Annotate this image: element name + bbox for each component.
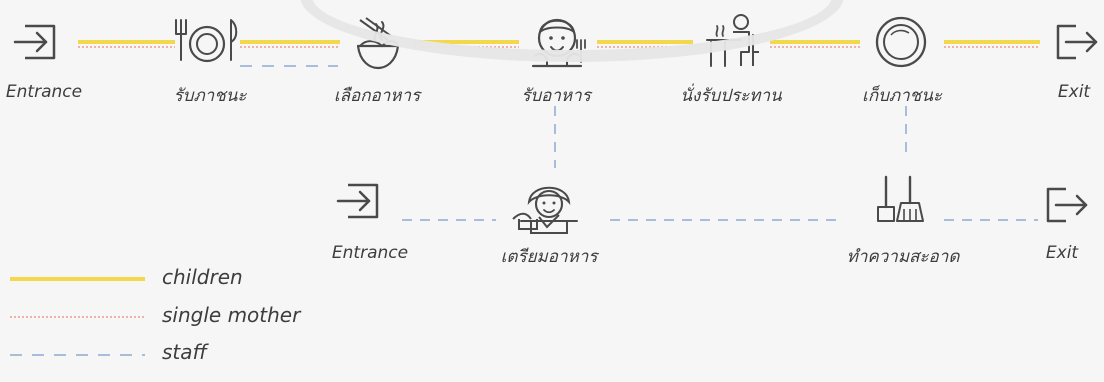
legend-staff-label: staff [162, 340, 207, 364]
top-dine-label: นั่งรับประทาน [680, 86, 782, 106]
top-choose-food-label: เลือกอาหาร [333, 86, 421, 106]
plate-cutlery-icon [175, 19, 238, 63]
cook-icon [512, 186, 578, 234]
bottom-entrance-label: Entrance [331, 243, 409, 263]
exit-icon [1046, 187, 1088, 223]
top-return-dishes-label: เก็บภาชนะ [862, 86, 942, 106]
bottom-prepare-food-label: เตรียมอาหาร [500, 247, 598, 267]
bottom-exit-label: Exit [1045, 243, 1079, 263]
entrance-icon [336, 183, 379, 219]
top-receive-dishes-label: รับภาชนะ [173, 86, 247, 106]
exit-icon [1056, 24, 1098, 60]
plate-icon [875, 16, 927, 68]
legend-children-label: children [162, 265, 243, 289]
vertical-connectors [554, 106, 907, 168]
bottom-row-icons [336, 175, 1088, 234]
legend-lines [10, 277, 145, 356]
legend-single-mother-label: single mother [162, 303, 301, 327]
top-entrance-label: Entrance [5, 82, 83, 102]
cleaning-icon [877, 175, 924, 222]
top-exit-label: Exit [1057, 82, 1091, 102]
top-receive-food-label: รับอาหาร [521, 86, 591, 106]
entrance-icon [13, 24, 56, 60]
bottom-clean-label: ทำความสะอาด [846, 247, 960, 267]
